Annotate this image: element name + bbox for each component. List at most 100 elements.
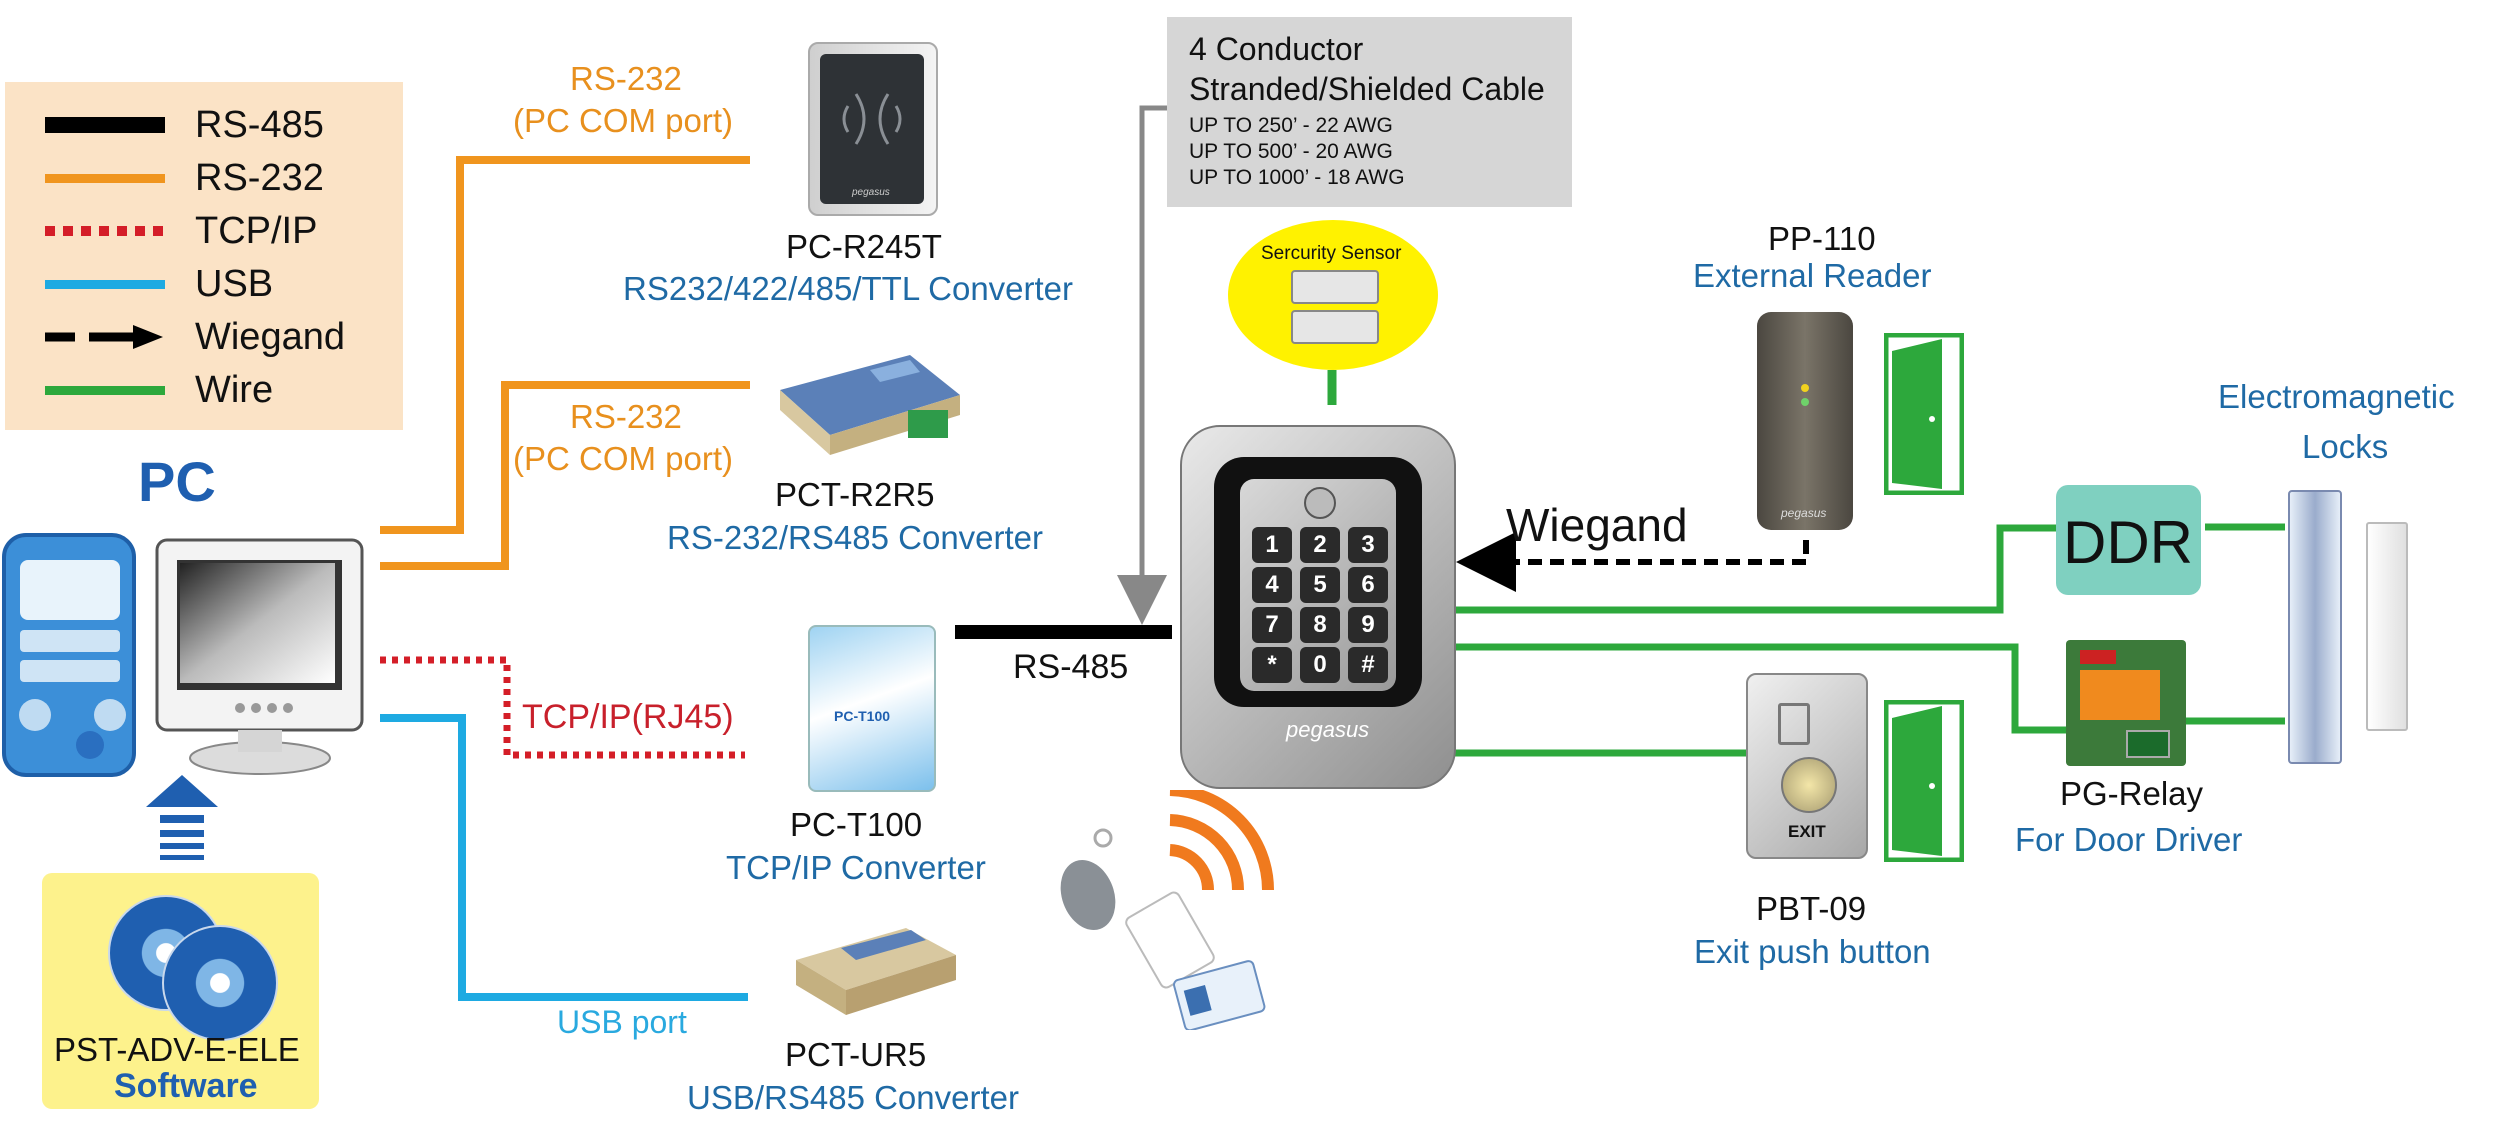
rs232-top-wire xyxy=(380,156,750,534)
legend-label: USB xyxy=(195,262,274,305)
pbt09-name: PBT-09 xyxy=(1756,890,1867,927)
pct-r2r5-converter xyxy=(780,355,960,455)
pct-ur5-desc: USB/RS485 Converter xyxy=(687,1079,1019,1116)
pbt09-exit-button: EXIT xyxy=(1746,673,1868,859)
em-locks-label-1: Electromagnetic xyxy=(2218,378,2455,415)
pc-r245t-desc: RS232/422/485/TTL Converter xyxy=(623,270,1074,307)
legend-item-wiegand: Wiegand xyxy=(45,312,345,362)
legend: RS-485 RS-232 TCP/IP USB Wiegand Wire xyxy=(5,82,403,430)
door-icon xyxy=(1884,700,1964,862)
pc-icon xyxy=(2,533,364,777)
keypad-key[interactable]: # xyxy=(1348,647,1388,683)
em-locks-label-2: Locks xyxy=(2302,428,2389,465)
sensor-label: Sercurity Sensor xyxy=(1261,243,1402,264)
push-button[interactable] xyxy=(1781,757,1837,813)
usb-swatch xyxy=(45,279,165,289)
pbt09-desc: Exit push button xyxy=(1694,933,1931,970)
usb-label: USB port xyxy=(557,1004,687,1040)
keypad-key[interactable]: 2 xyxy=(1300,527,1340,563)
terminal-block xyxy=(2126,730,2170,758)
pp110-name: PP-110 xyxy=(1768,220,1876,257)
rfid-wave-icon xyxy=(842,93,902,145)
keypad-key[interactable]: 5 xyxy=(1300,567,1340,603)
ddr-wire xyxy=(1455,524,2056,614)
pc-r245t-name: PC-R245T xyxy=(786,228,942,265)
pg-relay-name: PG-Relay xyxy=(2060,775,2204,812)
em-lock-plate xyxy=(2366,522,2408,731)
legend-item-rs232: RS-232 xyxy=(45,153,324,203)
rs232-mid-sublabel: (PC COM port) xyxy=(513,440,734,477)
exit-door-icon xyxy=(1778,703,1810,745)
exit-text: EXIT xyxy=(1788,822,1826,841)
keypad-key[interactable]: 8 xyxy=(1300,607,1340,643)
rs232-swatch xyxy=(45,173,165,183)
relay-wire xyxy=(1455,643,2066,734)
software-name: PST-ADV-E-ELE xyxy=(54,1031,300,1068)
cable-spec: UP TO 500’ - 20 AWG xyxy=(1189,140,1393,163)
usb-wire xyxy=(380,714,748,1001)
sensor-magnet xyxy=(1291,270,1379,304)
relay-component xyxy=(2080,670,2160,720)
tcpip-wire xyxy=(380,656,745,759)
keypad-key[interactable]: 3 xyxy=(1348,527,1388,563)
pp110-reader: pegasus xyxy=(1757,312,1853,530)
legend-label: Wire xyxy=(195,368,274,411)
terminal-block xyxy=(2080,650,2116,664)
speaker-icon xyxy=(1304,487,1336,519)
keypad-key[interactable]: * xyxy=(1252,647,1292,683)
rs232-top-sublabel: (PC COM port) xyxy=(513,102,734,139)
security-sensor: Sercurity Sensor xyxy=(1228,220,1438,370)
rs232-mid-label: RS-232 xyxy=(570,398,682,435)
keypad-brand: pegasus xyxy=(1286,717,1370,742)
legend-label: RS-232 xyxy=(195,156,324,199)
em-lock-body xyxy=(2288,490,2342,764)
pp110-brand: pegasus xyxy=(1781,506,1827,520)
rs485-swatch xyxy=(45,117,165,133)
wiegand-label: Wiegand xyxy=(1506,499,1688,551)
led-indicator xyxy=(1801,398,1809,406)
ddr-box: DDR xyxy=(2056,485,2201,595)
rs232-top-label: RS-232 xyxy=(570,60,682,97)
legend-item-usb: USB xyxy=(45,259,273,309)
rs232-mid-wire xyxy=(380,381,750,570)
sensor-switch xyxy=(1291,310,1379,344)
cable-spec: UP TO 1000’ - 18 AWG xyxy=(1189,166,1405,189)
tcpip-swatch xyxy=(45,226,165,236)
keypad-key[interactable]: 6 xyxy=(1348,567,1388,603)
wire-swatch xyxy=(45,385,165,395)
pc-t100-name: PC-T100 xyxy=(790,806,923,843)
up-arrow-icon xyxy=(146,775,218,860)
rfid-credentials xyxy=(1060,790,1274,1030)
pc-t100-unit-label: PC-T100 xyxy=(834,708,891,724)
cable-title-2: Stranded/Shielded Cable xyxy=(1189,71,1545,107)
cable-title-1: 4 Conductor xyxy=(1189,31,1364,67)
legend-item-rs485: RS-485 xyxy=(45,100,324,150)
cd-icon xyxy=(162,925,278,1041)
software-label: Software xyxy=(114,1067,258,1105)
keypad-key[interactable]: 1 xyxy=(1252,527,1292,563)
legend-item-wire: Wire xyxy=(45,365,273,415)
wiegand-swatch xyxy=(45,325,163,349)
pp110-desc: External Reader xyxy=(1693,257,1932,294)
pc-t100-desc: TCP/IP Converter xyxy=(726,849,986,886)
legend-label: TCP/IP xyxy=(195,209,318,252)
legend-item-tcpip: TCP/IP xyxy=(45,206,317,256)
rs485-label: RS-485 xyxy=(1013,648,1129,686)
wiegand-wire xyxy=(1456,532,1809,592)
keypad-key[interactable]: 7 xyxy=(1252,607,1292,643)
cable-spec: UP TO 250’ - 22 AWG xyxy=(1189,114,1393,137)
cable-pointer xyxy=(1117,105,1167,625)
pc-label: PC xyxy=(138,450,216,513)
reader-brand: pegasus xyxy=(852,187,890,198)
keypad-key[interactable]: 9 xyxy=(1348,607,1388,643)
reader-face: pegasus xyxy=(820,54,924,204)
keypad-key[interactable]: 4 xyxy=(1252,567,1292,603)
keypad-key[interactable]: 0 xyxy=(1300,647,1340,683)
pct-ur5-name: PCT-UR5 xyxy=(785,1036,927,1073)
led-indicator xyxy=(1801,384,1809,392)
pg-relay-board xyxy=(2066,640,2186,766)
software-box: PST-ADV-E-ELE Software xyxy=(42,873,319,1109)
